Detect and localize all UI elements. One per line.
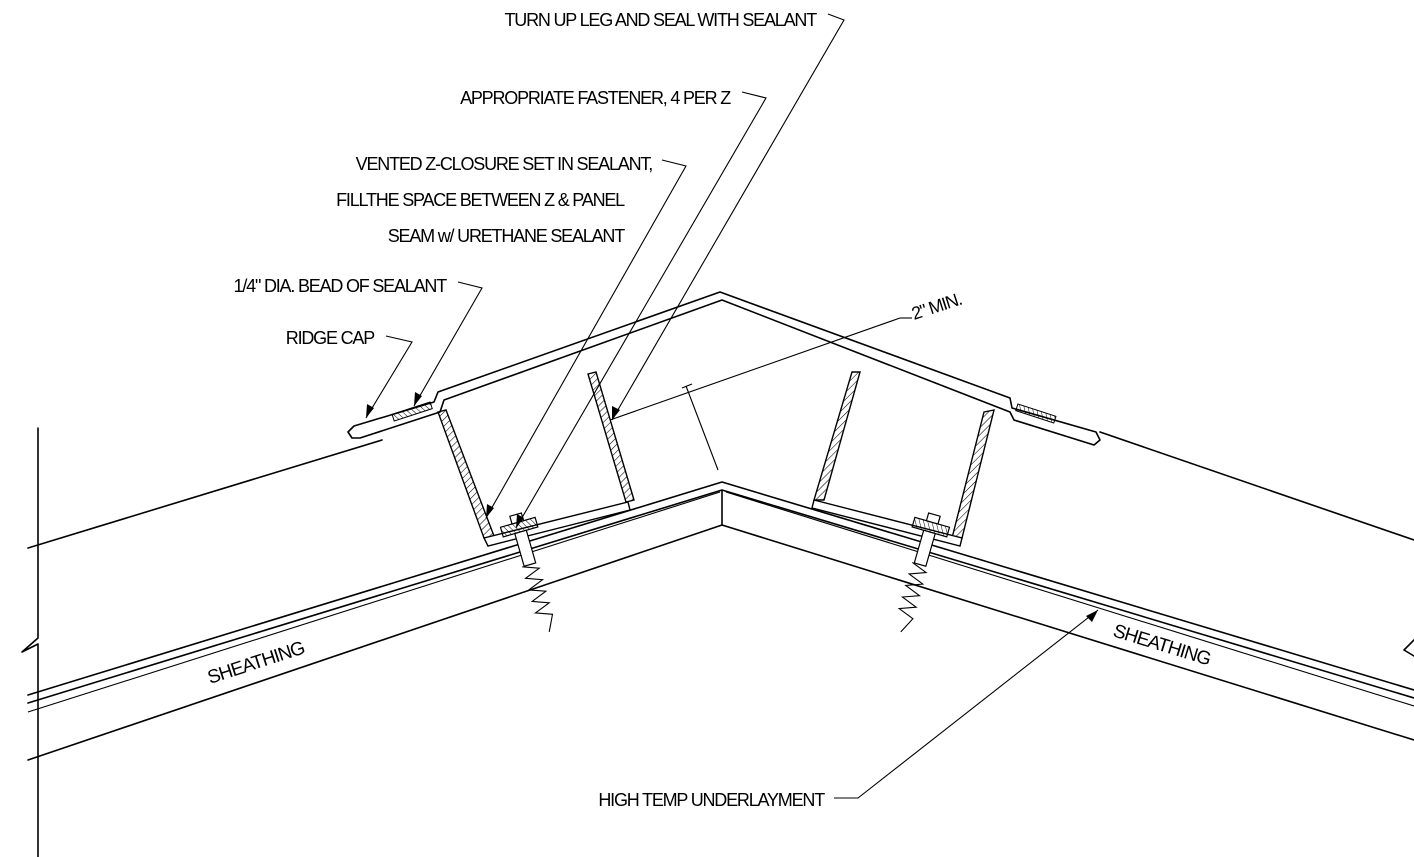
roof-structure bbox=[27, 481, 1414, 761]
label-sheathing-right: SHEATHING bbox=[1111, 621, 1213, 671]
label-underlayment: HIGH TEMP UNDERLAYMENT bbox=[598, 790, 825, 810]
leaders bbox=[365, 13, 1099, 799]
left-sealant-bead bbox=[391, 401, 433, 422]
label-fastener: APPROPRIATE FASTENER, 4 PER Z bbox=[460, 88, 731, 108]
dimension-2in-min bbox=[609, 317, 912, 471]
right-sealant-bead bbox=[1015, 403, 1057, 424]
label-z-closure-line2: FILLTHE SPACE BETWEEN Z & PANEL bbox=[336, 190, 625, 210]
label-z-closure-line1: VENTED Z-CLOSURE SET IN SEALANT, bbox=[356, 154, 653, 174]
right-break-mark bbox=[1403, 639, 1414, 657]
label-z-closure-line3: SEAM w/ URETHANE SEALANT bbox=[388, 226, 625, 246]
label-bead-of-sealant: 1/4" DIA. BEAD OF SEALANT bbox=[234, 276, 448, 296]
break-line bbox=[21, 427, 39, 857]
right-z-closure bbox=[811, 371, 995, 547]
label-turn-up-leg: TURN UP LEG AND SEAL WITH SEALANT bbox=[505, 10, 818, 30]
label-ridge-cap: RIDGE CAP bbox=[286, 328, 375, 348]
roof-panel-lines bbox=[27, 431, 1414, 549]
label-sheathing-left: SHEATHING bbox=[205, 638, 307, 689]
right-fastener bbox=[897, 512, 951, 633]
label-dimension: 2" MIN. bbox=[909, 289, 964, 324]
